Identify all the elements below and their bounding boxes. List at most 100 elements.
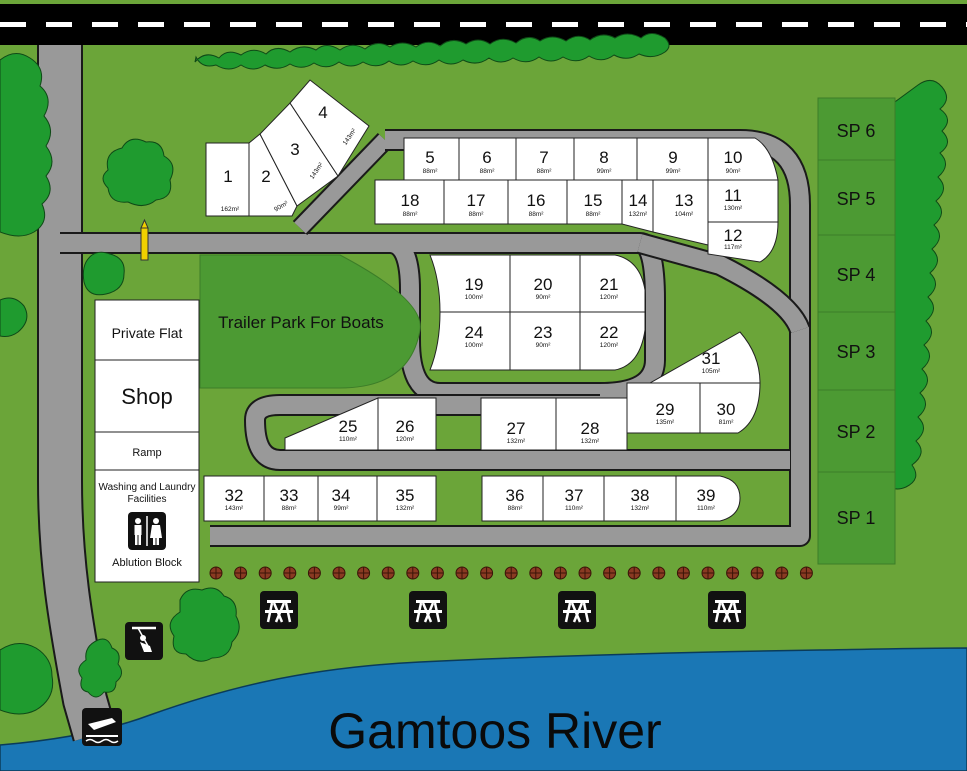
site-4[interactable]	[289, 79, 370, 177]
site-10-area: 90m²	[726, 168, 742, 175]
site-32[interactable]	[203, 475, 265, 522]
site-30-area: 81m²	[719, 419, 735, 426]
special-plot-5[interactable]: SP 5	[837, 189, 876, 209]
buildings	[94, 299, 200, 583]
site-27-number: 27	[507, 419, 526, 438]
special-plot-6[interactable]: SP 6	[837, 121, 876, 141]
fence-post	[430, 566, 444, 580]
site-33-area: 88m²	[282, 505, 298, 512]
site-34[interactable]	[317, 475, 378, 522]
site-20-area: 90m²	[536, 294, 552, 301]
site-6-number: 6	[482, 148, 491, 167]
site-9[interactable]	[636, 137, 709, 181]
site-32-number: 32	[225, 486, 244, 505]
fence-post	[381, 566, 395, 580]
campsite-plots	[203, 79, 779, 522]
shop-label: Shop	[121, 384, 172, 409]
fence-post	[307, 566, 321, 580]
fence-post	[578, 566, 592, 580]
site-8[interactable]	[573, 137, 638, 181]
site-25-number: 25	[339, 417, 358, 436]
picnic-table-icon	[708, 591, 746, 629]
site-19-area: 100m²	[465, 294, 484, 301]
site-12[interactable]	[707, 221, 779, 263]
site-22-number: 22	[600, 323, 619, 342]
site-30-number: 30	[717, 400, 736, 419]
site-2-number: 2	[261, 167, 270, 186]
site-20-number: 20	[534, 275, 553, 294]
site-29[interactable]	[626, 382, 701, 434]
site-30[interactable]	[699, 382, 761, 434]
tree-near-road	[82, 251, 125, 296]
fence-post	[652, 566, 666, 580]
site-23[interactable]	[509, 311, 581, 371]
river	[0, 647, 967, 771]
site-23-area: 90m²	[536, 342, 552, 349]
special-plot-1[interactable]: SP 1	[837, 508, 876, 528]
site-7[interactable]	[515, 137, 575, 181]
site-36-area: 88m²	[508, 505, 524, 512]
site-24[interactable]	[429, 311, 511, 371]
private-flat[interactable]	[94, 299, 200, 361]
fence-post	[357, 566, 371, 580]
private-flat-label: Private Flat	[112, 325, 183, 341]
site-13-area: 104m²	[675, 211, 694, 218]
trailer-park	[199, 254, 421, 389]
site-25-area: 110m²	[339, 436, 358, 443]
site-35-number: 35	[396, 486, 415, 505]
site-22-area: 120m²	[600, 342, 619, 349]
special-plot-4[interactable]: SP 4	[837, 265, 876, 285]
fence-post	[701, 566, 715, 580]
site-22[interactable]	[579, 311, 646, 371]
tree-shrub-left	[78, 638, 122, 698]
site-26[interactable]	[377, 397, 437, 451]
site-6[interactable]	[458, 137, 517, 181]
site-5-area: 88m²	[423, 168, 439, 175]
site-28[interactable]	[555, 397, 628, 451]
entrance-gate-icon	[140, 218, 149, 261]
tree-clump-top	[102, 138, 174, 206]
site-1[interactable]	[205, 142, 250, 217]
tree-cluster-mid-left	[0, 297, 28, 337]
site-27-area: 132m²	[507, 438, 526, 445]
site-6-area: 88m²	[480, 168, 496, 175]
site-16[interactable]	[507, 179, 568, 225]
site-27[interactable]	[480, 397, 557, 451]
site-11[interactable]	[707, 179, 779, 223]
site-39-area: 110m²	[697, 505, 716, 512]
fence-post	[750, 566, 764, 580]
site-17[interactable]	[443, 179, 509, 225]
site-17-area: 88m²	[469, 211, 485, 218]
fence-post	[676, 566, 690, 580]
fence-post	[775, 566, 789, 580]
site-38[interactable]	[603, 475, 677, 522]
site-11-area: 130m²	[724, 205, 743, 212]
fence-posts	[209, 566, 813, 580]
site-5[interactable]	[403, 137, 460, 181]
shop[interactable]	[94, 359, 200, 433]
site-18[interactable]	[374, 179, 445, 225]
site-37[interactable]	[542, 475, 605, 522]
ramp-building[interactable]	[94, 431, 200, 471]
site-18-area: 88m²	[403, 211, 419, 218]
left-trees	[0, 53, 240, 715]
site-26-area: 120m²	[396, 436, 415, 443]
site-19-number: 19	[465, 275, 484, 294]
site-21[interactable]	[579, 254, 646, 313]
plot-labels: 1162m²290m²3143m²4143m²588m²688m²788m²89…	[221, 103, 743, 512]
site-5-number: 5	[425, 148, 434, 167]
site-35[interactable]	[376, 475, 437, 522]
site-39[interactable]	[675, 475, 741, 522]
site-24-area: 100m²	[465, 342, 484, 349]
special-plot-3[interactable]: SP 3	[837, 342, 876, 362]
site-2[interactable]	[248, 133, 298, 217]
site-7-area: 88m²	[537, 168, 553, 175]
site-14-number: 14	[629, 191, 648, 210]
site-15-number: 15	[584, 191, 603, 210]
special-plots: SP 6 SP 5 SP 4 SP 3 SP 2 SP 1	[817, 97, 896, 565]
special-plot-2[interactable]: SP 2	[837, 422, 876, 442]
site-24-number: 24	[465, 323, 484, 342]
site-15-area: 88m²	[586, 211, 602, 218]
fence-post	[603, 566, 617, 580]
